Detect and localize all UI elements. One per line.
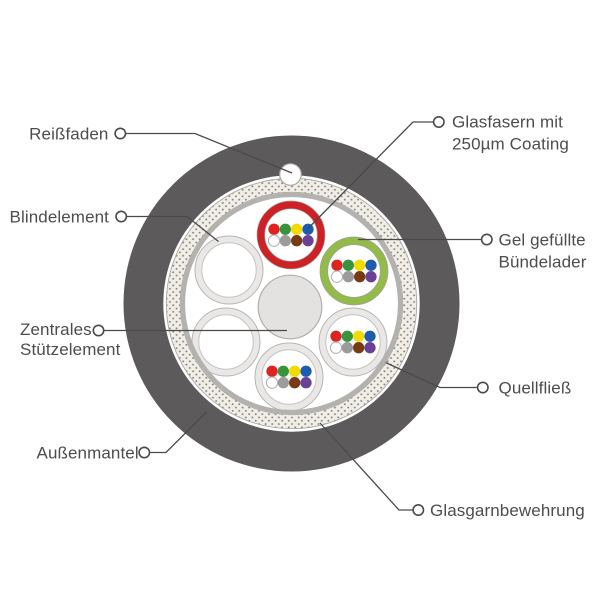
label-blindelement: Blindelement (10, 208, 110, 227)
fiber-white (267, 234, 281, 247)
label-zentrales-line1: Zentrales (20, 320, 92, 339)
fiber-brown (354, 271, 366, 283)
label-gel-line2: Bündelader (499, 253, 587, 272)
fiber-white (330, 270, 344, 283)
marker-blindelement (115, 210, 128, 223)
gel-tube-red (256, 200, 326, 270)
fiber-blue (365, 259, 377, 271)
swellable-fleece-ring (180, 192, 403, 415)
fiber-red (268, 223, 280, 235)
gel-tube-green-interior (327, 244, 381, 298)
marker-gel (480, 233, 493, 246)
fiber-yellow (289, 365, 301, 377)
fiber-white (265, 376, 279, 389)
label-aussenmantel: Außenmantel (37, 444, 139, 463)
leader-blindelement (126, 215, 219, 243)
cable-body (123, 135, 460, 472)
fiber-tube-lower-right (318, 307, 388, 377)
leader-glasfasern (307, 121, 434, 229)
label-zentrales-line2: Stützelement (20, 340, 121, 359)
label-gel-line1: Gel gefüllte (499, 231, 586, 250)
fiber-red (330, 330, 342, 342)
marker-zentrales (92, 324, 105, 337)
label-quellfliess: Quellfließ (499, 379, 572, 398)
fiber-bundle (330, 259, 377, 283)
blind-element-lower-left (191, 307, 261, 377)
fiber-violet (364, 342, 376, 354)
gel-tube-red-interior (264, 208, 318, 262)
blind-element-interior (198, 314, 254, 370)
fiber-yellow (354, 259, 366, 271)
fiber-bundle (329, 330, 376, 354)
fiber-red (331, 259, 343, 271)
marker-quellfliess (476, 381, 489, 394)
fiber-green (342, 259, 354, 271)
fiber-violet (365, 271, 377, 283)
fiber-gray (277, 377, 289, 389)
leader-quellfliess (385, 361, 478, 389)
fiber-gray (342, 271, 354, 283)
fiber-red (266, 365, 278, 377)
fiber-tube-interior (261, 349, 317, 405)
fiber-green (277, 365, 289, 377)
label-glasfasern-line1: Glasfasern mit (452, 113, 563, 132)
fiber-bundle (265, 365, 312, 389)
leader-aussenmantel (149, 411, 207, 454)
fiber-gray (341, 342, 353, 354)
fiber-blue (300, 365, 312, 377)
fiber-brown (291, 235, 303, 247)
leader-markers (92, 116, 493, 516)
fiber-tube-bottom (254, 342, 324, 412)
blind-element-upper-left (194, 235, 264, 305)
fiber-blue (364, 330, 376, 342)
labels: Reißfaden Blindelement Zentrales Stützel… (10, 113, 587, 521)
rip-cord-dot (279, 163, 302, 186)
fiber-brown (353, 342, 365, 354)
fiber-brown (289, 377, 301, 389)
marker-glasfasern (432, 116, 445, 129)
fiber-bundle (267, 223, 314, 247)
marker-aussenmantel (138, 446, 151, 459)
label-glasgarn: Glasgarnbewehrung (430, 501, 585, 520)
marker-reissfaden (114, 127, 127, 140)
fiber-violet (302, 235, 314, 247)
label-reissfaden: Reißfaden (29, 125, 108, 144)
leader-glasgarn (319, 422, 413, 511)
armor-inner-edge (179, 191, 404, 416)
central-strength-member (257, 274, 323, 340)
fiber-green (341, 330, 353, 342)
fiber-gray (279, 235, 291, 247)
marker-glasgarn (412, 503, 425, 516)
leader-lines (104, 121, 482, 511)
label-glasfasern-line2: 250µm Coating (452, 135, 569, 154)
fiber-tube-interior (325, 314, 381, 370)
fiber-violet (300, 377, 312, 389)
leader-reissfaden (125, 132, 293, 174)
fiber-yellow (353, 330, 365, 342)
fiber-yellow (291, 223, 303, 235)
blind-element-interior (201, 242, 257, 298)
gel-tube-green (319, 236, 389, 306)
fiber-white (329, 341, 343, 354)
fiber-green (279, 223, 291, 235)
